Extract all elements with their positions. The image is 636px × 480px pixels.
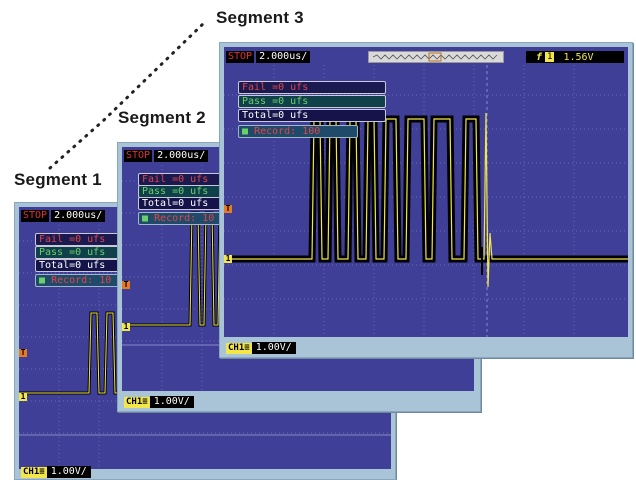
mask-total-count: Total=0 ufs (238, 109, 386, 122)
trigger-source: 1 (545, 52, 555, 62)
mask-pass-count: Pass =0 ufs (35, 246, 123, 259)
channel-1-tag: CH1≡ (21, 466, 47, 478)
timebase-readout[interactable]: 2.000us/ (154, 149, 209, 162)
record-icon: ■ (39, 275, 46, 286)
channel-1-ground-marker[interactable]: 1 (122, 322, 130, 331)
mask-fail-count: Fail =0 ufs (35, 233, 123, 246)
channel-1-volts-div: 1.00V/ (149, 396, 194, 408)
record-icon: ■ (142, 213, 149, 224)
record-indicator: ■ Record: 10 (35, 274, 123, 287)
scope-3-graticule (224, 65, 628, 337)
trigger-level-marker[interactable]: T (224, 204, 232, 213)
run-stop-status[interactable]: STOP (21, 209, 50, 222)
segment-1-label: Segment 1 (14, 170, 102, 189)
mask-total-count: Total=0 ufs (35, 259, 123, 272)
record-count: Record: 10 (154, 213, 215, 224)
run-stop-status[interactable]: STOP (226, 50, 255, 63)
segment-2-label: Segment 2 (118, 108, 206, 127)
channel-1-tag: CH1≡ (124, 396, 150, 408)
timebase-readout[interactable]: 2.000us/ (51, 209, 106, 222)
trigger-slope-icon: f (536, 51, 543, 63)
channel-1-scale[interactable]: CH1≡ 1.00V/ (226, 342, 296, 354)
channel-1-tag: CH1≡ (226, 342, 252, 354)
record-icon: ■ (242, 126, 249, 137)
trigger-level-marker[interactable]: T (19, 348, 27, 357)
record-count: Record: 100 (254, 126, 321, 137)
channel-1-scale[interactable]: CH1≡ 1.00V/ (124, 396, 194, 408)
mask-fail-count: Fail =0 ufs (238, 81, 386, 94)
channel-1-volts-div: 1.00V/ (46, 466, 91, 478)
channel-1-volts-div: 1.00V/ (251, 342, 296, 354)
mask-pass-count: Pass =0 ufs (238, 95, 386, 108)
channel-1-scale[interactable]: CH1≡ 1.00V/ (21, 466, 91, 478)
memory-waveform-icon (372, 52, 498, 62)
channel-1-ground-marker[interactable]: 1 (19, 392, 27, 401)
record-indicator: ■ Record: 100 (238, 125, 358, 138)
timebase-readout[interactable]: 2.000us/ (256, 50, 311, 63)
scope-segment-3: STOP 2.000us/ f 1 1.56V Fail =0 ufs Pass… (219, 42, 633, 358)
segment-3-label: Segment 3 (216, 8, 304, 27)
trigger-readout[interactable]: f 1 1.56V (526, 51, 624, 63)
run-stop-status[interactable]: STOP (124, 149, 153, 162)
trigger-level: 1.56V (563, 51, 594, 63)
scope-3-screen: STOP 2.000us/ f 1 1.56V Fail =0 ufs Pass… (224, 47, 628, 337)
mask-total-count: Total=0 ufs (138, 197, 226, 210)
record-count: Record: 10 (51, 275, 112, 286)
channel-1-ground-marker[interactable]: 1 (224, 254, 232, 263)
memory-position-indicator[interactable] (368, 51, 504, 63)
record-indicator: ■ Record: 10 (138, 212, 226, 225)
trigger-level-marker[interactable]: T (122, 280, 130, 289)
